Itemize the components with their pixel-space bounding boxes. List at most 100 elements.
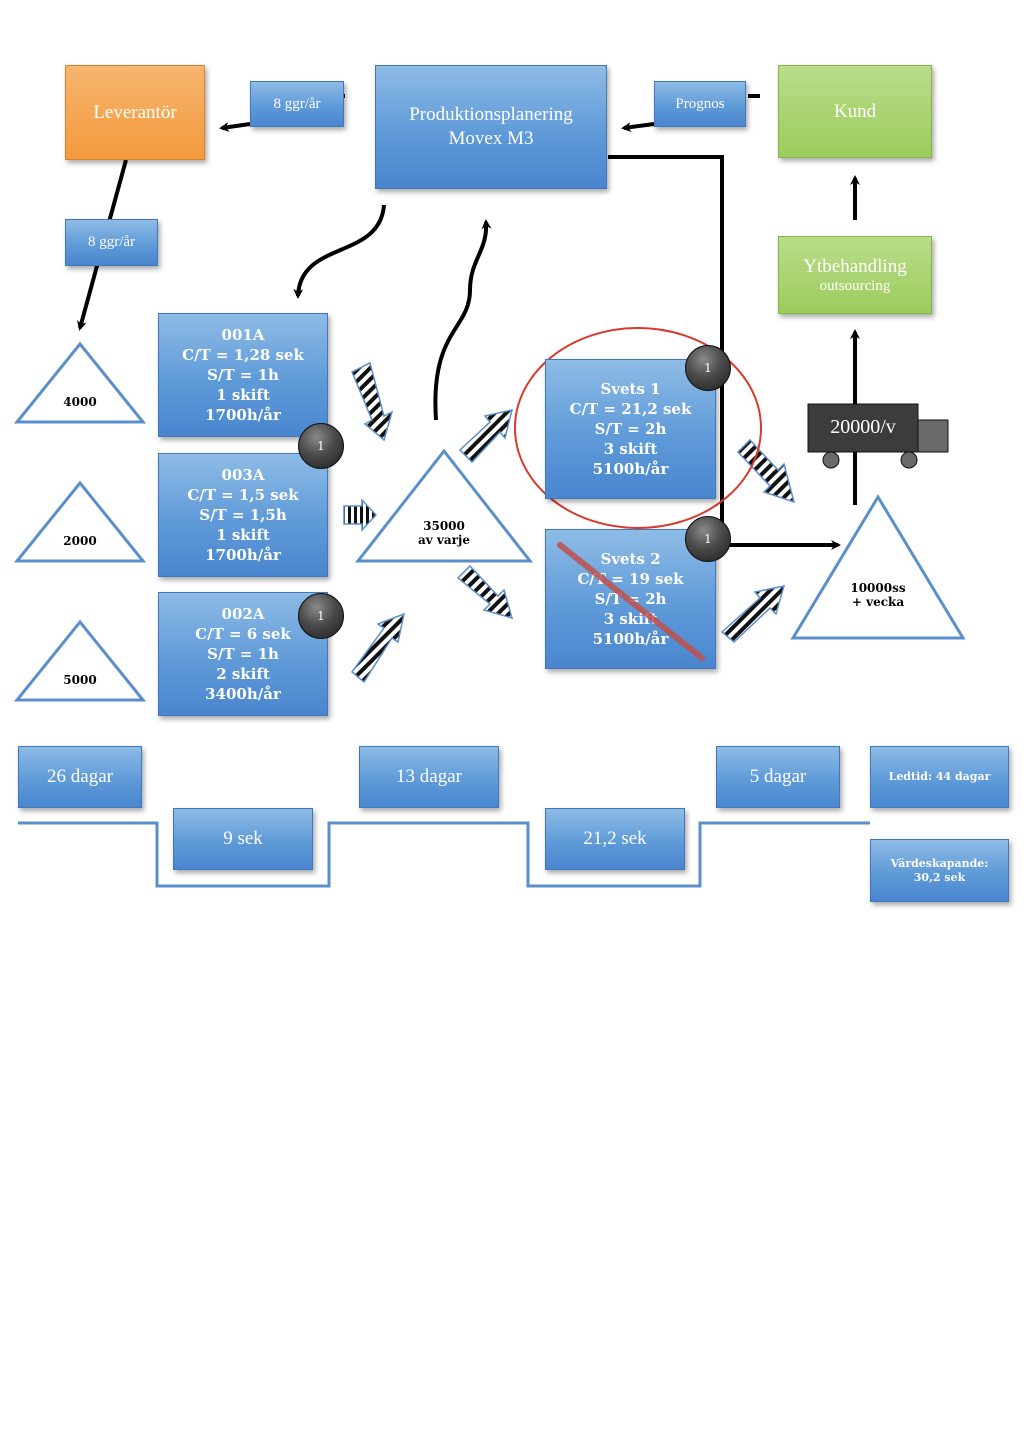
process-ct: C/T = 21,2 sek xyxy=(569,400,692,418)
arrow-planning-to-001a xyxy=(293,204,386,299)
inventory-value: 4000 xyxy=(63,395,97,409)
timeline-value: 9 sek xyxy=(223,828,263,849)
process-hours: 5100h/år xyxy=(592,630,669,648)
push-arrows xyxy=(343,361,796,684)
supplier-box: Leverantör xyxy=(65,65,205,160)
value-added-title: Värdeskapande: xyxy=(890,856,989,870)
process-st: S/T = 1,5h xyxy=(199,506,287,524)
inventory-raw-5000 xyxy=(13,619,147,702)
planning-line-2: Movex M3 xyxy=(448,128,534,149)
process-name: Svets 1 xyxy=(600,380,661,398)
process-st: S/T = 1h xyxy=(207,366,279,384)
lead-time-box: Ledtid: 44 dagar xyxy=(870,746,1009,808)
inventory-raw-2000 xyxy=(13,480,147,563)
timeline-value: 5 dagar xyxy=(749,766,807,787)
timeline-line xyxy=(18,821,870,888)
push-arrow-to-svets2 xyxy=(456,564,514,620)
push-arrow-to-svets1 xyxy=(458,409,514,464)
process-shifts: 3 skift xyxy=(603,440,658,458)
frequency-top-box: 8 ggr/år xyxy=(250,81,344,127)
push-arrow-svets1-out xyxy=(736,438,796,504)
inventory-unit: av varje xyxy=(418,533,470,547)
inventory-raw-2000-label: 2000 xyxy=(50,534,110,548)
truck xyxy=(807,403,949,469)
process-shifts: 3 skift xyxy=(603,610,658,628)
operator-count: 1 xyxy=(317,609,325,623)
operator-icon-svets-2: 1 xyxy=(685,516,731,562)
timeline-days-2: 13 dagar xyxy=(359,746,499,808)
process-ct: C/T = 1,5 sek xyxy=(187,486,299,504)
process-ct: C/T = 1,28 sek xyxy=(182,346,304,364)
highlight-circle xyxy=(514,327,762,529)
timeline-days-3: 5 dagar xyxy=(716,746,840,808)
forecast-label: Prognos xyxy=(675,95,725,112)
inventory-raw-4000 xyxy=(13,341,147,424)
inventory-unit: + vecka xyxy=(851,595,905,609)
timeline-value: 26 dagar xyxy=(47,766,113,787)
process-003a: 003A C/T = 1,5 sek S/T = 1,5h 1 skift 17… xyxy=(158,453,328,577)
process-hours: 3400h/år xyxy=(205,685,281,703)
timeline-value: 21,2 sek xyxy=(583,828,647,849)
surface-treatment-sub: outsourcing xyxy=(819,277,891,294)
inventory-middle-label: 35000 av varje xyxy=(404,519,484,547)
push-arrow-003a xyxy=(343,498,378,532)
process-st: S/T = 1h xyxy=(207,645,279,663)
timeline-secs-1: 9 sek xyxy=(173,808,313,870)
operator-icon-003a: 1 xyxy=(298,423,344,469)
planning-to-svets-line xyxy=(608,155,724,545)
process-name: 002A xyxy=(221,605,265,623)
process-svets-1: Svets 1 C/T = 21,2 sek S/T = 2h 3 skift … xyxy=(545,359,716,499)
process-shifts: 2 skift xyxy=(216,665,270,683)
operator-icon-002a: 1 xyxy=(298,593,344,639)
process-hours: 1700h/år xyxy=(205,406,281,424)
timeline-days-1: 26 dagar xyxy=(18,746,142,808)
operator-count: 1 xyxy=(317,439,325,453)
frequency-left-box: 8 ggr/år xyxy=(65,219,158,266)
inventory-triangles xyxy=(13,341,966,702)
truck-label: 20000/v xyxy=(808,416,918,439)
planning-line-1: Produktionsplanering xyxy=(409,104,573,125)
timeline-secs-2: 21,2 sek xyxy=(545,808,685,870)
surface-treatment-box: Ytbehandling outsourcing xyxy=(778,236,932,314)
arrow-middle-to-planning xyxy=(433,219,492,421)
process-001a: 001A C/T = 1,28 sek S/T = 1h 1 skift 170… xyxy=(158,313,328,437)
inventory-value: 35000 xyxy=(423,519,465,533)
process-shifts: 1 skift xyxy=(216,526,270,544)
planning-box: Produktionsplanering Movex M3 xyxy=(375,65,607,189)
process-name: Svets 2 xyxy=(600,550,661,568)
timeline-value: 13 dagar xyxy=(396,766,462,787)
process-hours: 5100h/år xyxy=(592,460,669,478)
lead-time-label: Ledtid: 44 dagar xyxy=(888,770,991,783)
truck-text: 20000/v xyxy=(830,416,896,438)
value-added-box: Värdeskapande: 30,2 sek xyxy=(870,839,1009,902)
process-name: 001A xyxy=(221,326,265,344)
inventory-value: 5000 xyxy=(63,673,97,687)
push-arrow-svets2-out xyxy=(720,585,786,644)
push-arrow-001a xyxy=(351,361,394,442)
forecast-box: Prognos xyxy=(654,81,746,127)
customer-box: Kund xyxy=(778,65,932,158)
process-name: 003A xyxy=(221,466,265,484)
process-st: S/T = 2h xyxy=(594,420,667,438)
operator-count: 1 xyxy=(704,532,712,546)
inventory-value: 2000 xyxy=(63,534,97,548)
push-arrow-002a xyxy=(350,612,406,684)
operator-icon-svets-1: 1 xyxy=(685,345,731,391)
process-hours: 1700h/år xyxy=(205,546,281,564)
arrow-to-planning xyxy=(624,94,760,128)
process-ct: C/T = 19 sek xyxy=(577,570,684,588)
inventory-middle xyxy=(354,448,534,563)
supplier-label: Leverantör xyxy=(93,101,177,123)
process-shifts: 1 skift xyxy=(216,386,270,404)
frequency-left-label: 8 ggr/år xyxy=(87,234,136,250)
inventory-value: 10000ss xyxy=(850,581,906,595)
operator-count: 1 xyxy=(704,361,712,375)
inventory-final-label: 10000ss + vecka xyxy=(833,581,923,609)
customer-label: Kund xyxy=(833,100,877,122)
frequency-top-label: 8 ggr/år xyxy=(273,95,321,112)
value-added-value: 30,2 sek xyxy=(913,870,966,884)
inventory-final xyxy=(790,494,966,640)
surface-treatment-title: Ytbehandling xyxy=(803,255,907,277)
inventory-raw-4000-label: 4000 xyxy=(50,395,110,409)
